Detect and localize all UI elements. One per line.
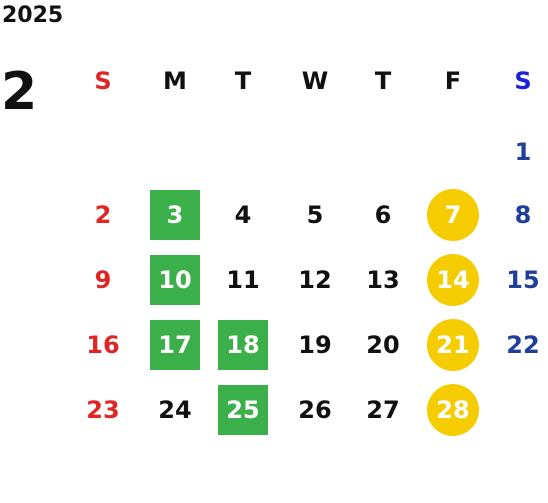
weekday-label: T — [374, 67, 392, 95]
calendar-day[interactable]: 24 — [145, 385, 205, 435]
calendar-day[interactable]: 12 — [285, 255, 345, 305]
highlight-square — [150, 190, 200, 240]
highlight-circle — [427, 254, 479, 306]
day-number: 3 — [166, 201, 184, 229]
day-number: 7 — [444, 201, 462, 229]
calendar-year: 2025 — [2, 3, 64, 28]
calendar-day[interactable]: 14 — [423, 254, 483, 306]
calendar-day[interactable]: 19 — [285, 320, 345, 370]
day-number: 23 — [86, 396, 120, 424]
day-number: 11 — [226, 266, 260, 294]
calendar-day[interactable]: 9 — [73, 255, 133, 305]
day-number: 5 — [306, 201, 324, 229]
day-number: 4 — [234, 201, 252, 229]
day-number: 8 — [514, 201, 532, 229]
calendar-day[interactable]: 18 — [213, 320, 273, 370]
highlight-circle — [427, 189, 479, 241]
weekday-label: T — [234, 67, 252, 95]
weekday-label: M — [163, 67, 187, 95]
day-number: 1 — [514, 138, 532, 166]
day-number: 6 — [374, 201, 392, 229]
calendar-day[interactable]: 25 — [213, 385, 273, 435]
calendar-day[interactable]: 6 — [353, 190, 413, 240]
calendar-day[interactable]: 20 — [353, 320, 413, 370]
calendar-day[interactable]: 17 — [145, 320, 205, 370]
calendar-day[interactable]: 26 — [285, 385, 345, 435]
highlight-square — [150, 320, 200, 370]
calendar-day[interactable]: 16 — [73, 320, 133, 370]
day-number: 12 — [298, 266, 332, 294]
day-number: 19 — [298, 331, 332, 359]
day-number: 17 — [158, 331, 192, 359]
calendar-day[interactable]: 11 — [213, 255, 273, 305]
calendar-day[interactable]: 28 — [423, 384, 483, 436]
highlight-circle — [427, 319, 479, 371]
day-number: 9 — [94, 266, 112, 294]
calendar-day[interactable]: 15 — [493, 255, 548, 305]
highlight-circle — [427, 384, 479, 436]
day-number: 16 — [86, 331, 120, 359]
calendar-day[interactable]: 23 — [73, 385, 133, 435]
calendar-day[interactable]: 8 — [493, 190, 548, 240]
calendar-day[interactable]: 3 — [145, 190, 205, 240]
day-number: 24 — [158, 396, 192, 424]
day-number: 27 — [366, 396, 400, 424]
calendar-day[interactable]: 22 — [493, 320, 548, 370]
calendar-day[interactable]: 7 — [423, 189, 483, 241]
day-number: 18 — [226, 331, 260, 359]
calendar-day[interactable]: 1 — [493, 127, 548, 177]
calendar-day[interactable]: 10 — [145, 255, 205, 305]
calendar-day[interactable]: 5 — [285, 190, 345, 240]
calendar-day[interactable]: 13 — [353, 255, 413, 305]
calendar-day[interactable]: 2 — [73, 190, 133, 240]
day-number: 15 — [506, 266, 540, 294]
day-number: 14 — [436, 266, 470, 294]
highlight-square — [218, 385, 268, 435]
day-number: 20 — [366, 331, 400, 359]
day-number: 2 — [94, 201, 112, 229]
day-number: 21 — [436, 331, 470, 359]
day-number: 10 — [158, 266, 192, 294]
weekday-label: F — [444, 67, 462, 95]
weekday-label: W — [301, 67, 329, 95]
calendar-day[interactable]: 27 — [353, 385, 413, 435]
day-number: 28 — [436, 396, 470, 424]
calendar-day[interactable]: 4 — [213, 190, 273, 240]
day-number: 22 — [506, 331, 540, 359]
weekday-label: S — [94, 67, 112, 95]
day-number: 25 — [226, 396, 260, 424]
highlight-square — [218, 320, 268, 370]
day-number: 13 — [366, 266, 400, 294]
calendar-day[interactable]: 21 — [423, 319, 483, 371]
highlight-square — [150, 255, 200, 305]
day-number: 26 — [298, 396, 332, 424]
weekday-label: S — [514, 67, 532, 95]
calendar-month: 2 — [1, 62, 38, 122]
